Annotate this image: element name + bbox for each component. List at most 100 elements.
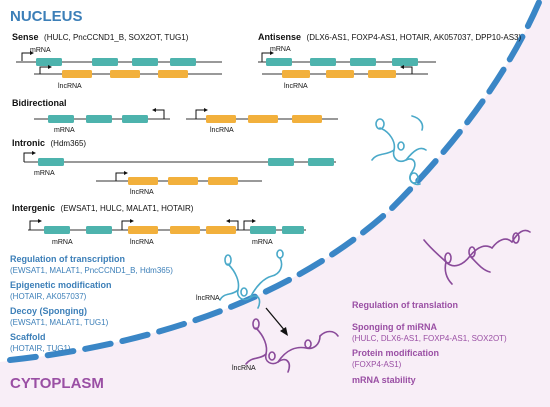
promoter-arrow <box>29 220 39 230</box>
antisense-heading: Antisense (DLX6-AS1, FOXP4-AS1, HOTAIR, … <box>258 32 521 42</box>
transport-arrow <box>265 307 287 333</box>
promoter-arrow <box>21 52 31 61</box>
intronic-gene: mRNA lncRNA <box>23 151 336 196</box>
promoter-arrowhead <box>252 219 256 223</box>
mrna-exon <box>44 226 70 234</box>
cytoplasmic-function-examples: (FOXP4-AS1) <box>352 360 402 369</box>
nuclear-function-examples: (EWSAT1, MALAT1, PncCCND1_B, Hdm365) <box>10 266 173 275</box>
lncrna-exon <box>128 226 158 234</box>
promoter-arrowhead <box>270 51 274 55</box>
lncrna-exon <box>292 115 322 123</box>
lncrna-exon <box>206 226 236 234</box>
lncrna-exon <box>110 70 140 78</box>
cytoplasmic-function-title: Regulation of translation <box>352 300 458 310</box>
lncrna-exon <box>326 70 354 78</box>
promoter-arrow <box>121 220 131 230</box>
nuclear-function-title: Epigenetic modification <box>10 280 112 290</box>
nuclear-function-title: Decoy (Sponging) <box>10 306 87 316</box>
intergenic-mrna-label-right: mRNA <box>252 239 273 246</box>
cytoplasmic-lncrna-molecule-left <box>219 249 284 309</box>
promoter-arrowhead <box>32 151 36 155</box>
mrna-exon <box>392 58 418 66</box>
mrna-exon <box>308 158 334 166</box>
nuclear-function-title: Scaffold <box>10 332 46 342</box>
mrna-exon <box>38 158 64 166</box>
mrna-exon <box>86 226 112 234</box>
promoter-arrow <box>261 52 271 62</box>
intronic-heading: Intronic (Hdm365) <box>12 138 86 148</box>
cytoplasmic-function-title: Protein modification <box>352 348 439 358</box>
promoter-arrowhead <box>152 108 156 112</box>
mrna-exon <box>170 58 196 66</box>
mrna-exon <box>122 115 148 123</box>
promoter-arrowhead <box>48 65 52 69</box>
intergenic-title: Intergenic <box>12 203 55 213</box>
sense-examples: (HULC, PncCCND1_B, SOX2OT, TUG1) <box>44 33 189 42</box>
intergenic-examples: (EWSAT1, HULC, MALAT1, HOTAIR) <box>61 204 194 213</box>
promoter-arrow <box>23 152 33 162</box>
mrna-exon <box>48 115 74 123</box>
intronic-mrna-label: mRNA <box>34 170 55 177</box>
bidirectional-lncrna-label: lncRNA <box>210 127 234 134</box>
cytoplasm-title: CYTOPLASM <box>10 375 104 392</box>
promoter-arrow-reverse <box>155 109 165 119</box>
cytoplasmic-lncrna-molecule-right <box>423 229 531 285</box>
intergenic-gene: mRNA lncRNA mRNA <box>28 219 306 246</box>
cytoplasmic-function-examples: (HULC, DLX6-AS1, FOXP4-AS1, SOX2OT) <box>352 334 507 343</box>
cytoplasmic-functions-list: Regulation of translation Sponging of mi… <box>352 300 507 385</box>
lncrna-exon <box>170 226 200 234</box>
cytoplasmic-lncrna-molecule-bottom <box>245 318 339 373</box>
promoter-arrow <box>195 109 205 119</box>
mrna-exon <box>92 58 118 66</box>
promoter-arrowhead <box>130 219 134 223</box>
bidirectional-gene: mRNA lncRNA <box>34 108 338 134</box>
intronic-lncrna-label: lncRNA <box>130 189 154 196</box>
mrna-exon <box>86 115 112 123</box>
promoter-arrow <box>243 220 253 230</box>
antisense-examples: (DLX6-AS1, FOXP4-AS1, HOTAIR, AK057037, … <box>307 33 522 42</box>
intronic-examples: (Hdm365) <box>51 139 87 148</box>
promoter-arrow-reverse <box>403 66 413 74</box>
antisense-mrna-label: mRNA <box>270 46 291 53</box>
promoter-arrowhead <box>400 65 404 69</box>
nuclear-functions-list: Regulation of transcription (EWSAT1, MAL… <box>10 254 173 353</box>
bidirectional-title: Bidirectional <box>12 98 67 108</box>
mrna-exon <box>266 58 292 66</box>
nucleus-title: NUCLEUS <box>10 8 83 25</box>
mrna-exon <box>282 226 304 234</box>
lncrna-exon <box>208 177 238 185</box>
mrna-exon <box>132 58 158 66</box>
nuclear-membrane <box>7 0 543 363</box>
promoter-arrow <box>115 172 125 181</box>
intergenic-heading: Intergenic (EWSAT1, HULC, MALAT1, HOTAIR… <box>12 203 194 213</box>
mrna-exon <box>36 58 62 66</box>
intergenic-mrna-label-left: mRNA <box>52 239 73 246</box>
promoter-arrowhead <box>124 171 128 175</box>
lncrna-label-left-molecule: lncRNA <box>196 295 220 302</box>
lncrna-exon <box>128 177 158 185</box>
transport-arrowhead <box>280 327 288 336</box>
nuclear-function-title: Regulation of transcription <box>10 254 125 264</box>
nuclear-function-examples: (HOTAIR, TUG1) <box>10 344 71 353</box>
sense-lncrna-label: lncRNA <box>58 83 82 90</box>
lncrna-exon <box>282 70 310 78</box>
promoter-arrowhead <box>204 108 208 112</box>
sense-heading: Sense (HULC, PncCCND1_B, SOX2OT, TUG1) <box>12 32 189 42</box>
mrna-exon <box>268 158 294 166</box>
lncrna-exon <box>168 177 198 185</box>
antisense-gene: mRNA lncRNA <box>258 46 436 90</box>
mrna-exon <box>350 58 376 66</box>
nuclear-lncrna-molecule <box>371 115 427 186</box>
promoter-arrowhead <box>30 51 34 55</box>
bidirectional-mrna-label: mRNA <box>54 127 75 134</box>
lncrna-exon <box>62 70 92 78</box>
lncrna-exon <box>368 70 396 78</box>
sense-gene: mRNA lncRNA <box>16 47 222 90</box>
antisense-lncrna-label: lncRNA <box>284 83 308 90</box>
intergenic-lncrna-label: lncRNA <box>130 239 154 246</box>
cytoplasmic-function-title: mRNA stability <box>352 375 416 385</box>
lncrna-exon <box>158 70 188 78</box>
